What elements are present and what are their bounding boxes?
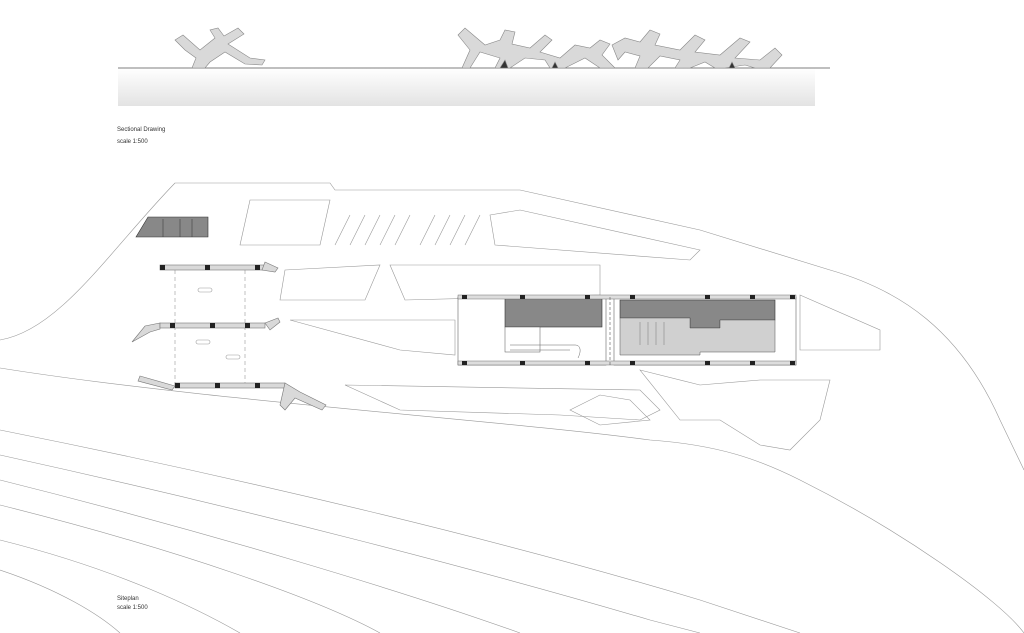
columns [160, 265, 260, 388]
landscape-area [639, 369, 831, 451]
site-boundary-bottom [0, 367, 1024, 633]
sectional-drawing [118, 27, 830, 106]
canopy-structure-right [457, 27, 783, 69]
section-title: Sectional Drawing [117, 127, 166, 133]
vehicle [225, 354, 241, 360]
siteplan-scale: scale 1:500 [117, 605, 148, 611]
canopy-structure-left [174, 27, 266, 69]
rail-track-2 [0, 454, 701, 633]
bus-shelters [131, 261, 327, 411]
vehicle [195, 339, 211, 345]
station-building [457, 294, 797, 366]
rail-track-6 [0, 569, 121, 633]
road-island [279, 264, 381, 301]
roundabout [569, 394, 651, 426]
parking-island [489, 209, 701, 261]
siteplan-title: Siteplan [117, 596, 139, 602]
vehicle [197, 287, 213, 293]
road-island [344, 384, 661, 421]
ground-section [118, 68, 815, 106]
road-island [289, 319, 456, 356]
section-scale: scale 1:500 [117, 139, 148, 145]
rail-track-1 [0, 429, 801, 633]
parking-stalls [334, 214, 481, 246]
road-island [799, 294, 881, 351]
siteplan-drawing [0, 182, 1024, 633]
rail-track-5 [0, 539, 241, 633]
service-building [135, 216, 209, 238]
rail-track-4 [0, 504, 381, 633]
site-boundary-top [0, 182, 1024, 471]
section-label: Sectional Drawing scale 1:500 [117, 126, 165, 147]
parking-island [239, 199, 331, 246]
rail-track-3 [0, 479, 521, 633]
road-island [389, 264, 601, 301]
siteplan-label: Siteplan scale 1:500 [117, 595, 148, 613]
